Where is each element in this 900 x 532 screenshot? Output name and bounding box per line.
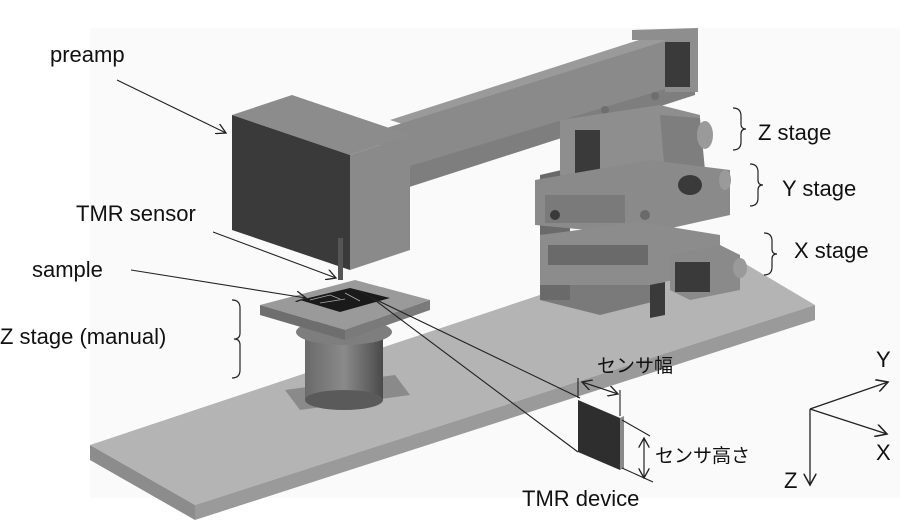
label-z-stage-manual: Z stage (manual) (0, 324, 167, 349)
label-x-stage: X stage (794, 238, 869, 263)
label-tmr-device: TMR device (522, 486, 640, 511)
braces (231, 107, 778, 379)
tmr-device (578, 400, 624, 470)
manual-z-brace (231, 299, 241, 379)
xyz-stage-tower (535, 105, 747, 318)
sample-arrow (130, 269, 306, 298)
label-preamp: preamp (50, 42, 125, 67)
x-stage-brace (763, 232, 778, 276)
label-sample: sample (32, 257, 103, 282)
axis-triad (810, 382, 888, 485)
label-sensor-width: センサ幅 (597, 355, 674, 377)
label-tmr-sensor: TMR sensor (76, 201, 196, 226)
label-axis-x: X (876, 440, 891, 465)
device-callout-upper (359, 291, 581, 399)
tmr-sensor-arrow (212, 231, 336, 278)
x-axis-arrow (809, 408, 887, 434)
preamp-box (232, 95, 410, 270)
y-stage-brace (749, 163, 764, 207)
label-axis-y: Y (876, 347, 891, 372)
z-stage-brace (732, 107, 747, 151)
manual-z-stage (260, 280, 430, 410)
tmr-sensor-probe (338, 238, 343, 280)
device-callout-lower (371, 297, 579, 453)
label-y-stage: Y stage (782, 176, 857, 201)
y-axis-arrow (809, 382, 888, 410)
label-z-stage: Z stage (758, 120, 832, 145)
leader-lines (116, 79, 654, 483)
preamp-arrow (116, 79, 226, 133)
label-axis-z: Z (784, 468, 798, 493)
label-sensor-height: センサ高さ (655, 445, 751, 467)
cantilever-beam (380, 28, 698, 190)
